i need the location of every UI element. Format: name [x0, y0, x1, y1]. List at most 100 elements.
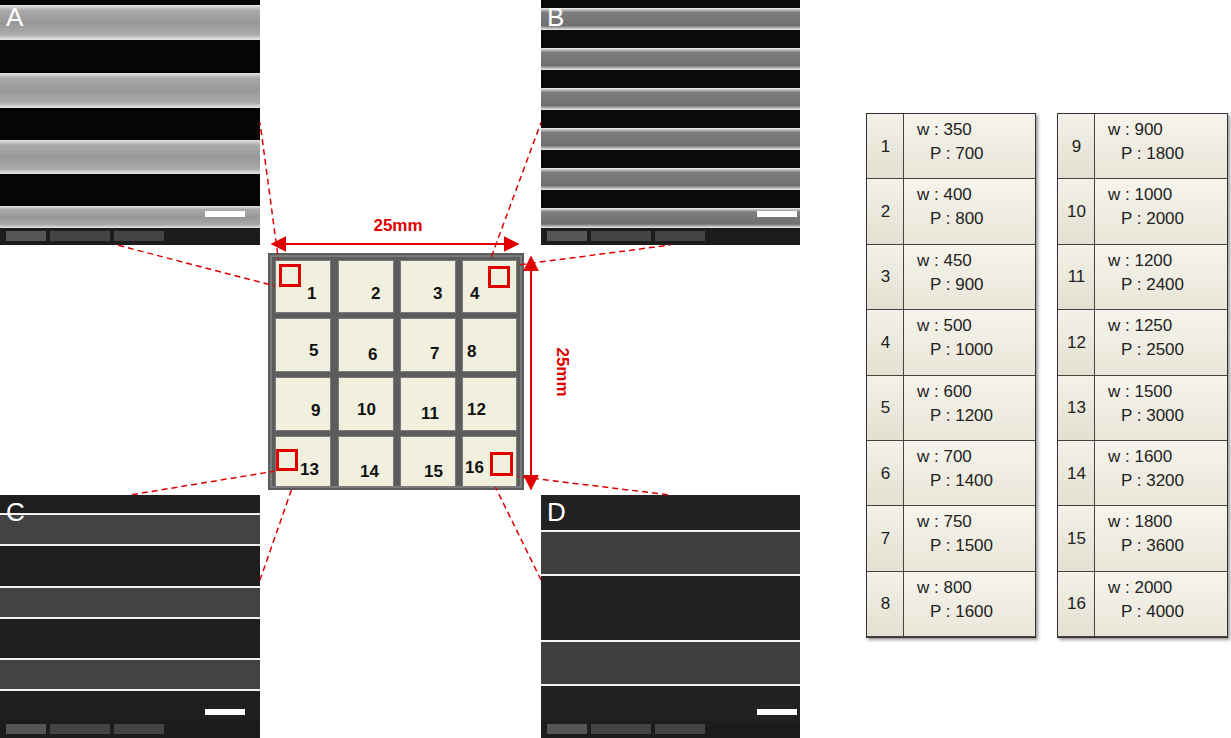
width-value: w : 1200 — [1108, 251, 1172, 271]
table-number: 8 — [881, 594, 890, 614]
period-value: P : 1800 — [1121, 144, 1184, 164]
cell-number: 6 — [368, 345, 377, 365]
table-cell: 12 — [1058, 310, 1095, 374]
chip-cell: 14 — [338, 436, 394, 487]
table-number: 12 — [1067, 333, 1086, 353]
table-cell: 6 — [867, 441, 904, 505]
table-cell: 11 — [1058, 245, 1095, 309]
cell-number: 13 — [300, 460, 319, 480]
dimension-arrow — [272, 243, 518, 245]
chip-cell: 15 — [400, 436, 456, 487]
sem-image-d — [541, 495, 800, 738]
period-value: P : 1600 — [930, 602, 993, 622]
panel-letter: A — [6, 2, 23, 32]
period-value: P : 3600 — [1121, 536, 1184, 556]
period-value: P : 4000 — [1121, 602, 1184, 622]
highlight-square — [488, 266, 510, 288]
period-value: P : 1200 — [930, 406, 993, 426]
table-number: 10 — [1067, 202, 1086, 222]
chip-cell: 6 — [338, 318, 394, 372]
table-number: 6 — [881, 464, 890, 484]
width-value: w : 1000 — [1108, 185, 1172, 205]
width-value: w : 450 — [917, 251, 972, 271]
table-number: 14 — [1067, 464, 1086, 484]
table-row: 6w : 700P : 1400 — [867, 441, 1035, 506]
table-cell: w : 350P : 700 — [904, 114, 1035, 178]
table-row: 2 w : 400 P : 800 — [867, 179, 1035, 244]
panel-letter: B — [547, 2, 564, 32]
period-value: P : 3000 — [1121, 406, 1184, 426]
table-cell: 13 — [1058, 376, 1095, 440]
dimension-label: 25mm — [373, 216, 422, 236]
table-cell: 7 — [867, 506, 904, 570]
sem-image-b — [541, 0, 800, 245]
table-number: 5 — [881, 398, 890, 418]
width-value: w : 400 — [917, 185, 972, 205]
table-number: 13 — [1067, 398, 1086, 418]
width-value: w : 1800 — [1108, 512, 1172, 532]
table-number: 4 — [881, 333, 890, 353]
width-value: w : 500 — [917, 316, 972, 336]
table-number: 3 — [881, 267, 890, 287]
table-cell: 2 — [867, 179, 904, 243]
width-value: w : 1600 — [1108, 447, 1172, 467]
period-value: P : 900 — [930, 275, 984, 295]
table-cell: w : 750P : 1500 — [904, 506, 1035, 570]
table-row: 1 w : 350P : 700 — [867, 114, 1035, 179]
table-row: 13 w : 1500P : 3000 — [1058, 376, 1227, 441]
table-cell: w : 450 P : 900 — [904, 245, 1035, 309]
dimension-label: 25mm — [552, 347, 572, 396]
cell-number: 8 — [467, 342, 476, 362]
dimension-arrow — [530, 257, 532, 489]
sem-panel: D — [541, 495, 800, 738]
parameter-table: 9w : 900P : 180010w : 1000P : 200011w : … — [1057, 113, 1228, 638]
table-cell: 10 — [1058, 179, 1095, 243]
width-value: w : 350 — [917, 120, 972, 140]
period-value: P : 2400 — [1121, 275, 1184, 295]
table-row: 9w : 900P : 1800 — [1058, 114, 1227, 179]
table-cell: w : 2000P : 4000 — [1095, 572, 1227, 636]
cell-number: 9 — [311, 401, 320, 421]
table-cell: w : 1500P : 3000 — [1095, 376, 1227, 440]
cell-number: 16 — [465, 458, 484, 478]
period-value: P : 800 — [930, 209, 984, 229]
panel-letter: C — [6, 497, 25, 527]
chip-cell: 10 — [338, 377, 394, 431]
table-number: 1 — [881, 137, 890, 157]
table-row: 16w : 2000P : 4000 — [1058, 572, 1227, 637]
period-value: P : 1000 — [930, 340, 993, 360]
table-row: 11 w : 1200 P : 2400 — [1058, 245, 1227, 310]
leader-line — [488, 123, 671, 267]
width-value: w : 600 — [917, 382, 972, 402]
table-number: 7 — [881, 529, 890, 549]
table-cell: 16 — [1058, 572, 1095, 636]
table-cell: 14 — [1058, 441, 1095, 505]
table-cell: 1 — [867, 114, 904, 178]
cell-number: 5 — [309, 341, 318, 361]
table-cell: 9 — [1058, 114, 1095, 178]
highlight-square — [279, 264, 301, 287]
width-value: w : 1250 — [1108, 316, 1172, 336]
sem-panel: A — [0, 0, 260, 245]
period-value: P : 3200 — [1121, 471, 1184, 491]
table-cell: 4 — [867, 310, 904, 374]
table-cell: w : 800P : 1600 — [904, 572, 1035, 636]
table-cell: 3 — [867, 245, 904, 309]
chip-cell: 1 — [275, 260, 331, 313]
table-row: 7 w : 750P : 1500 — [867, 506, 1035, 571]
table-cell: w : 1250P : 2500 — [1095, 310, 1227, 374]
table-cell: w : 900P : 1800 — [1095, 114, 1227, 178]
cell-number: 4 — [470, 284, 479, 304]
leader-line — [490, 476, 671, 580]
width-value: w : 700 — [917, 447, 972, 467]
chip-cell: 7 — [400, 318, 456, 372]
table-cell: 15 — [1058, 506, 1095, 570]
table-cell: w : 1000P : 2000 — [1095, 179, 1227, 243]
cell-number: 1 — [307, 284, 316, 304]
table-cell: 8 — [867, 572, 904, 636]
table-cell: w : 1800 P : 3600 — [1095, 506, 1227, 570]
table-row: 3 w : 450 P : 900 — [867, 245, 1035, 310]
table-row: 5 w : 600 P : 1200 — [867, 376, 1035, 441]
